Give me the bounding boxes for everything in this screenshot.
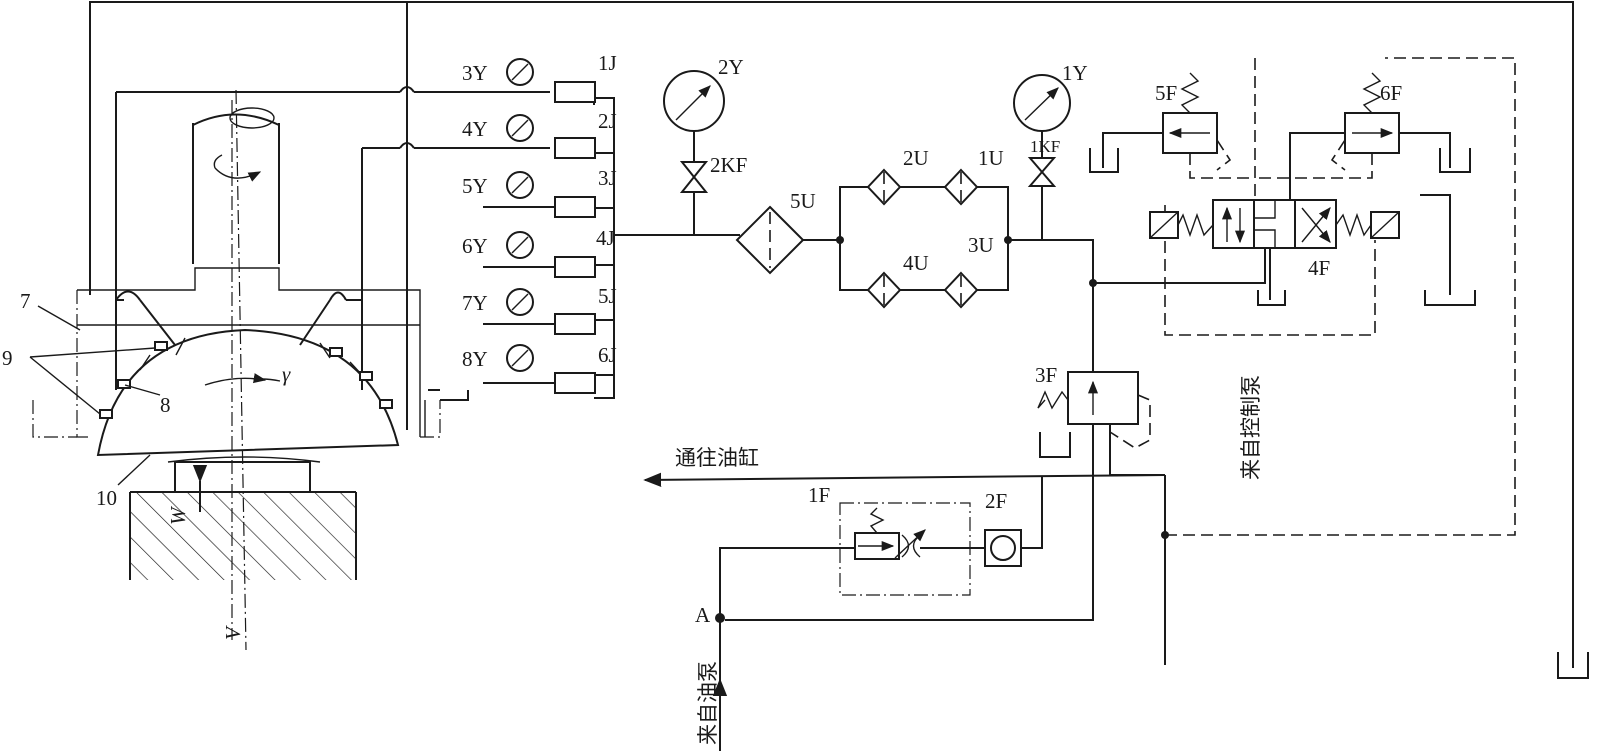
- label-to-cylinder: 通往油缸: [675, 446, 759, 470]
- gauge-7y: [483, 288, 555, 325]
- manifold-feed-lines: [116, 86, 550, 401]
- directional-valve-4f: [1149, 199, 1400, 249]
- label-2y: 2Y: [718, 55, 744, 79]
- junction-point-a: [715, 613, 725, 623]
- restrictor-5j: [554, 313, 596, 335]
- filter-5u: [735, 205, 805, 275]
- label-1u: 1U: [978, 146, 1004, 170]
- label-6y: 6Y: [462, 234, 488, 258]
- tank-6f: [1439, 148, 1471, 173]
- tank-5f: [1089, 148, 1119, 173]
- label-from-control-pump: 来自控制泵: [1239, 375, 1263, 480]
- part-leader-lines: [29, 305, 161, 486]
- restrictor-4j: [554, 256, 596, 278]
- label-3y: 3Y: [462, 61, 488, 85]
- label-7y: 7Y: [462, 291, 488, 315]
- restrictor-2j: [554, 137, 596, 159]
- label-5j: 5J: [598, 284, 617, 308]
- label-5y: 5Y: [462, 174, 488, 198]
- hemispherical-bearing-8: [96, 328, 400, 457]
- label-6f: 6F: [1380, 81, 1402, 105]
- label-6j: 6J: [598, 343, 617, 367]
- label-1y: 1Y: [1062, 61, 1088, 85]
- filter-1u: [943, 168, 979, 206]
- valve-2kf: [679, 161, 709, 235]
- label-2u: 2U: [903, 146, 929, 170]
- label-2j: 2J: [598, 109, 617, 133]
- tank-4f-right: [1424, 290, 1476, 306]
- top-return-line: [89, 1, 1574, 668]
- label-3u: 3U: [968, 233, 994, 257]
- label-from-pump: 来自油泵: [696, 661, 720, 745]
- label-w: W: [166, 505, 190, 525]
- flow-control-1f: [719, 502, 985, 596]
- label-part-10: 10: [96, 486, 117, 510]
- restrictor-bus: [593, 97, 740, 399]
- restrictor-3j: [554, 196, 596, 218]
- label-v: V: [221, 625, 245, 640]
- restrictor-1j: [554, 81, 596, 103]
- label-gamma: γ: [282, 362, 291, 386]
- label-4f: 4F: [1308, 256, 1330, 280]
- label-point-a: A: [695, 603, 711, 627]
- filter-2u: [866, 168, 902, 206]
- label-3j: 3J: [598, 166, 617, 190]
- label-4u: 4U: [903, 251, 929, 275]
- control-pump-dashed-line: [1164, 57, 1516, 536]
- right-tank-symbol: [1557, 652, 1589, 679]
- label-part-8: 8: [160, 393, 171, 417]
- filter-bank-lines: [725, 186, 1094, 621]
- tank-3f: [1039, 432, 1071, 458]
- gauge-1y: [1013, 74, 1071, 158]
- valve-1kf: [1027, 157, 1057, 240]
- tank-4f: [1257, 290, 1286, 306]
- filter-3u: [943, 271, 979, 309]
- label-5u: 5U: [790, 189, 816, 213]
- label-2kf: 2KF: [710, 153, 747, 177]
- label-3f: 3F: [1035, 363, 1057, 387]
- gauge-3y: [506, 58, 534, 86]
- junction-filters-right: [1004, 236, 1012, 244]
- check-valve-2f: [984, 477, 1043, 567]
- label-part-7: 7: [20, 289, 31, 313]
- relief-valve-3f: [1037, 371, 1165, 476]
- to-cylinder-line: [643, 472, 1166, 488]
- label-1f: 1F: [808, 483, 830, 507]
- valve-5f: [1102, 72, 1255, 179]
- junction-4f-supply: [1089, 279, 1097, 287]
- gauge-8y: [483, 344, 555, 384]
- left-feed-pipe: [115, 92, 176, 390]
- label-4y: 4Y: [462, 117, 488, 141]
- label-4j: 4J: [596, 226, 615, 250]
- gauge-5y: [483, 171, 555, 208]
- label-part-9: 9: [2, 346, 13, 370]
- label-1j: 1J: [598, 51, 617, 75]
- gamma-angle-mark: [204, 373, 281, 386]
- gauge-4y: [506, 114, 534, 142]
- machine-base: [129, 491, 357, 580]
- label-2f: 2F: [985, 489, 1007, 513]
- oil-pad-recesses-9: [99, 341, 393, 419]
- spindle-shaft: [192, 107, 280, 264]
- restrictor-6j: [554, 372, 596, 394]
- label-1kf: 1KF: [1030, 137, 1060, 156]
- valve-6f: [1255, 72, 1451, 210]
- gauge-6y: [483, 231, 555, 268]
- gauge-2y: [663, 70, 725, 162]
- label-5f: 5F: [1155, 81, 1177, 105]
- valve-4f-connections: [1093, 194, 1451, 300]
- filter-4u: [866, 271, 902, 309]
- label-8y: 8Y: [462, 347, 488, 371]
